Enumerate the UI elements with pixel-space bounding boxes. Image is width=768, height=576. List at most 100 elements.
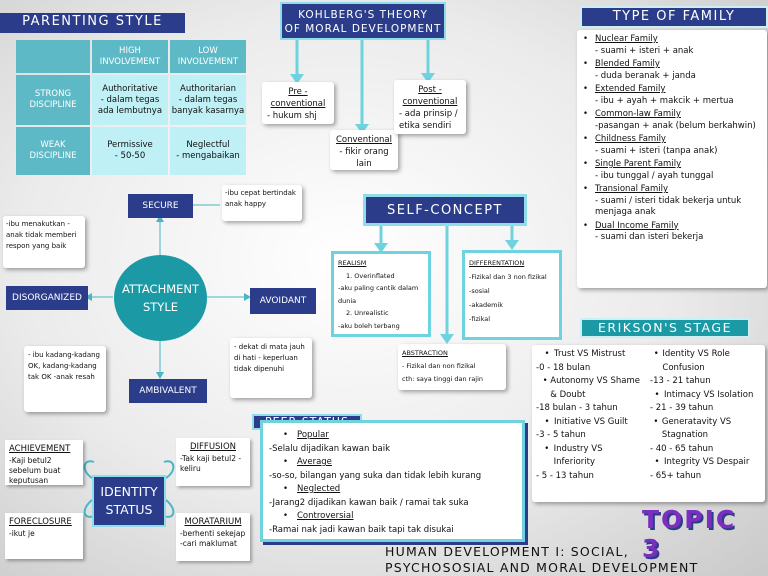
family-item-desc: -pasangan + anak (belum berkahwin) xyxy=(595,120,756,131)
differentation-box: DIFFERENTATION -Fizikal dan 3 non fizika… xyxy=(462,250,562,340)
avoidant-box: AVOIDANT xyxy=(250,288,316,314)
realism-item-2-desc: -aku boleh terbang xyxy=(338,321,400,330)
family-item-desc: - ibu + ayah + makcik + mertua xyxy=(595,95,734,106)
bullet-icon: • xyxy=(653,416,659,427)
family-item: •Extended Family- ibu + ayah + makcik + … xyxy=(583,84,763,107)
bullet-icon: • xyxy=(544,416,550,427)
cell-name: Authoritarian xyxy=(180,83,236,94)
bullet-icon: • xyxy=(283,511,289,521)
identity-status-center: IDENTITY STATUS xyxy=(92,475,166,527)
family-item-name: Single Parent Family xyxy=(595,159,682,169)
family-item-name: Nuclear Family xyxy=(595,34,658,44)
family-item: •Dual Income Family- suami dan isteri be… xyxy=(583,221,763,244)
kohlberg-preconventional: Pre - conventional - hukum shj xyxy=(262,82,334,124)
moratarium-title: MORATARIUM xyxy=(184,517,242,527)
moratarium-box: MORATARIUM -berhenti sekejap -cari maklu… xyxy=(176,513,250,561)
parenting-style-title: PARENTING STYLE xyxy=(0,13,185,33)
realism-item-1: 1. Overinflated xyxy=(346,271,395,280)
erikson-stage-item: •Integrity VS Despair- 65+ tahun xyxy=(650,456,762,483)
bullet-icon: • xyxy=(583,134,589,144)
achievement-desc: -Kaji betul2 sebelum buat keputusan xyxy=(9,456,61,485)
bullet-icon: • xyxy=(583,34,589,44)
row-header-weak: WEAK DISCIPLINE xyxy=(16,127,90,175)
erikson-stage-age: -3 - 5 tahun xyxy=(536,430,586,440)
cell-name: Permissive xyxy=(107,140,153,150)
kohlberg-postconventional: Post - conventional - ada prinsip / etik… xyxy=(394,80,466,134)
kohlberg-title-line1: KOHLBERG'S THEORY xyxy=(298,9,428,21)
table-corner xyxy=(16,40,90,73)
erikson-stage-name: Initiative VS Guilt xyxy=(554,416,628,427)
diffusion-box: DIFFUSION -Tak kaji betul2 -keliru xyxy=(176,438,250,486)
postconventional-desc: - ada prinsip / etika sendiri xyxy=(399,109,458,131)
family-item-name: Childness Family xyxy=(595,134,666,144)
bullet-icon: • xyxy=(583,109,589,119)
erikson-stage-age: -13 - 21 tahun xyxy=(650,376,711,386)
erikson-stage-item: • Trust VS Mistrust -0 - 18 bulan xyxy=(536,348,644,375)
erikson-stage-age: - 65+ tahun xyxy=(650,470,702,481)
erikson-stage-item: •Industry VS Inferiority- 5 - 13 tahun xyxy=(536,443,644,484)
differentation-desc-3: -akademik xyxy=(469,301,503,309)
erikson-right-column: •Identity VS Role Confusion-13 - 21 tahu… xyxy=(650,348,762,483)
diffusion-title: DIFFUSION xyxy=(189,442,236,452)
bullet-icon: • xyxy=(583,59,589,69)
cell-name: Authoritative xyxy=(102,83,158,94)
differentation-desc-2: -sosial xyxy=(469,287,490,295)
disorganized-box: DISORGANIZED xyxy=(6,286,88,310)
erikson-stage-name: Trust VS Mistrust xyxy=(554,349,626,359)
erikson-stage-name: Intimacy VS Isolation xyxy=(664,389,754,400)
cell-neglectful: Neglectful - mengabaikan xyxy=(170,127,246,175)
erikson-stage-age: - 40 - 65 tahun xyxy=(650,443,714,454)
cell-desc: - mengabaikan xyxy=(176,151,240,161)
preconventional-desc: - hukum shj xyxy=(267,111,317,121)
conventional-label: Conventional xyxy=(335,135,393,145)
peer-status-box: •Popular-Selalu dijadikan kawan baik•Ave… xyxy=(260,420,525,542)
bullet-icon: • xyxy=(654,389,660,400)
differentation-title: DIFFERENTATION xyxy=(469,259,525,267)
family-item-name: Dual Income Family xyxy=(595,220,679,231)
erikson-stage-age: -18 bulan - 3 tahun xyxy=(536,403,618,413)
moratarium-desc: -berhenti sekejap -cari maklumat xyxy=(180,529,246,548)
family-item-name: Transional Family xyxy=(595,184,669,194)
achievement-box: ACHIEVEMENT -Kaji betul2 sebelum buat ke… xyxy=(5,440,83,485)
abstraction-box: ABSTRACTION - Fizikal dan non fizikal ct… xyxy=(398,344,506,390)
realism-title: REALISM xyxy=(338,259,367,267)
bullet-icon: • xyxy=(583,159,589,169)
family-item-desc: - duda beranak + janda xyxy=(595,70,696,81)
erikson-stage-item: •Autonomy VS Shame & Doubt-18 bulan - 3 … xyxy=(536,375,644,416)
row-header-strong: STRONG DISCIPLINE xyxy=(16,75,90,125)
erikson-stage-age: -0 - 18 bulan xyxy=(536,362,591,373)
disorganized-desc: -ibu menakutkan -anak tidak memberi resp… xyxy=(3,216,85,268)
realism-item-2: 2. Unrealistic xyxy=(346,309,389,317)
cell-name: Neglectful xyxy=(186,140,230,150)
conventional-desc: - fikir orang lain xyxy=(339,147,389,169)
peer-status-item: •Popular-Selalu dijadikan kawan baik xyxy=(269,429,516,456)
erikson-stage-age: - 5 - 13 tahun xyxy=(536,470,594,481)
cell-desc: - dalam tegas banyak kasarnya xyxy=(171,94,245,116)
ambivalent-desc: - ibu kadang-kadang OK, kadang-kadang ta… xyxy=(24,346,106,412)
erikson-stage-name: Industry VS Inferiority xyxy=(553,443,603,468)
type-of-family-list: •Nuclear Family- suami + isteri + anak•B… xyxy=(577,30,767,288)
peer-status-name: Popular xyxy=(297,430,329,440)
kohlberg-conventional: Conventional - fikir orang lain xyxy=(330,130,398,170)
realism-item-1-desc: -aku paling cantik dalam dunia xyxy=(338,284,419,305)
peer-status-desc: -so-so, bilangan yang suka dan tidak leb… xyxy=(269,470,482,481)
family-items: •Nuclear Family- suami + isteri + anak•B… xyxy=(583,34,763,244)
bullet-icon: • xyxy=(544,349,550,359)
foreclosure-desc: -ikut je xyxy=(9,529,35,538)
family-item-desc: - suami dan isteri bekerja xyxy=(595,232,704,242)
family-item: •Blended Family- duda beranak + janda xyxy=(583,59,763,82)
bullet-icon: • xyxy=(653,349,659,359)
peer-status-item: •Neglected-Jarang2 dijadikan kawan baik … xyxy=(269,483,516,510)
family-item-desc: - suami / isteri tidak bekerja untuk men… xyxy=(595,195,742,218)
erikson-stage-item: •Intimacy VS Isolation- 21 - 39 tahun xyxy=(650,389,762,416)
avoidant-desc: - dekat di mata jauh di hati - keperluan… xyxy=(230,338,312,398)
family-item-name: Extended Family xyxy=(595,84,666,94)
peer-status-desc: -Ramai nak jadi kawan baik tapi tak disu… xyxy=(269,524,454,535)
footer-title: HUMAN DEVELOPMENT I: SOCIAL, PSYCHOSOSIA… xyxy=(385,544,768,576)
family-item-desc: - suami + isteri (tanpa anak) xyxy=(595,145,718,156)
col-header-high: HIGH INVOLVEMENT xyxy=(92,40,168,73)
bullet-icon: • xyxy=(583,184,589,194)
family-item: • Childness Family- suami + isteri (tanpa… xyxy=(583,134,763,157)
footer-line-2: PSYCHOSOSIAL AND MORAL DEVELOPMENT xyxy=(385,560,699,575)
